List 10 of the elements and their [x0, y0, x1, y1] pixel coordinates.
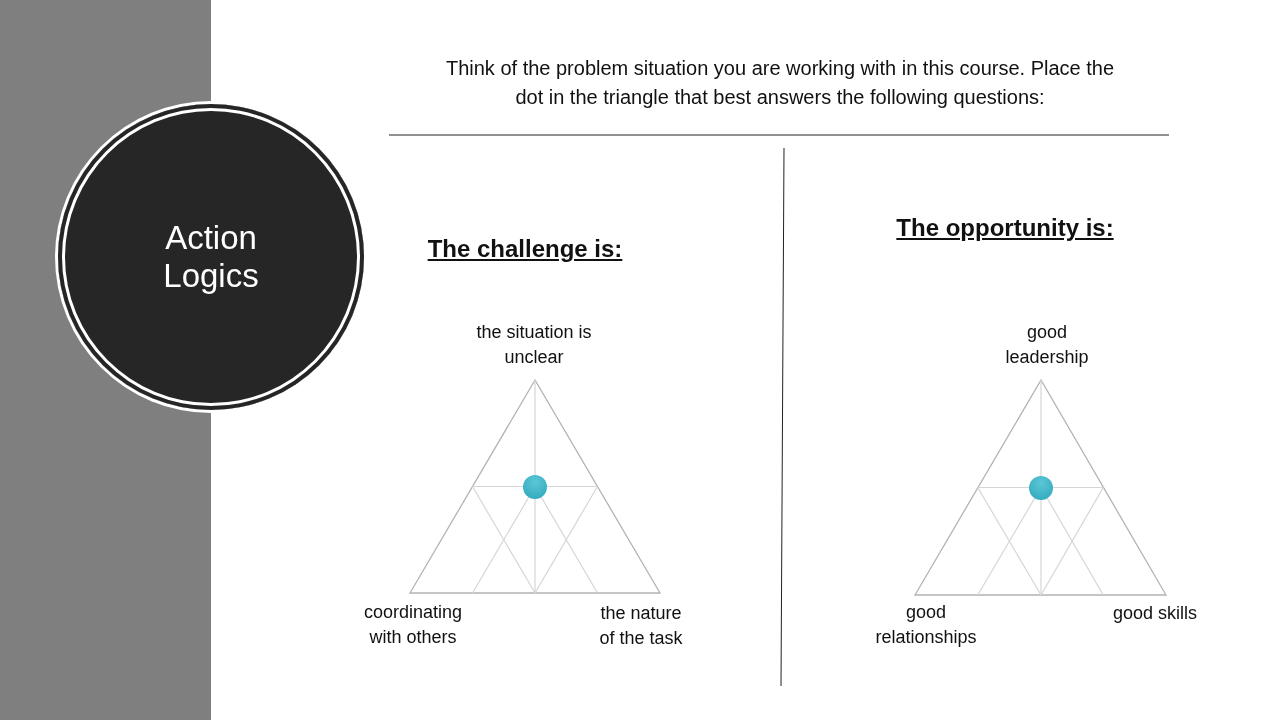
corner-label: the nature of the task [598, 602, 684, 650]
corner-label: coordinating with others [362, 601, 464, 649]
corner-label: good skills [1111, 602, 1198, 625]
corner-label: good relationships [874, 601, 978, 649]
section-heading: The challenge is: [427, 234, 623, 264]
instruction-text: Think of the problem situation you are working with in this course. Place the dot in the triangle that best answers the following questions: [445, 56, 1115, 110]
corner-label: the situation is unclear [475, 321, 593, 369]
section-heading: The opportunity is: [896, 213, 1114, 243]
circle-title: Action Logics [162, 219, 260, 295]
corner-label: good leadership [1004, 321, 1090, 369]
